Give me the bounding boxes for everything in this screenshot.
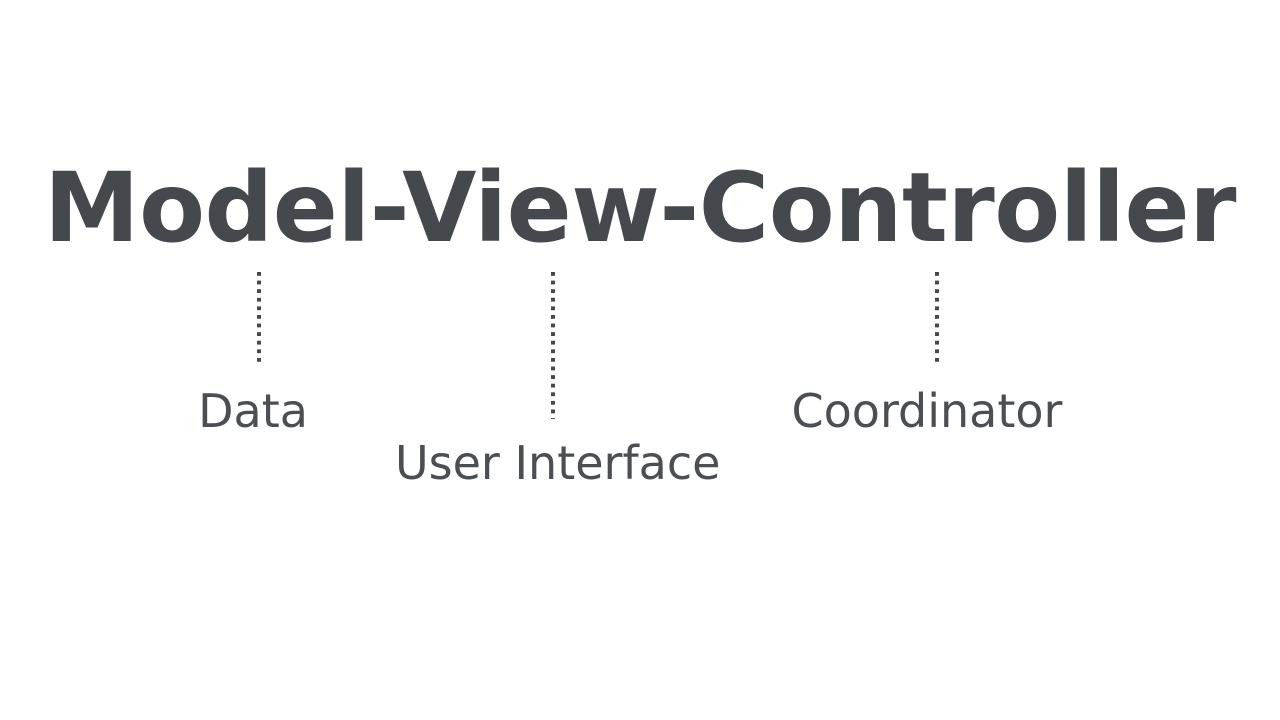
annotation-label-view: User Interface: [395, 436, 721, 490]
annotation-label-model: Data: [198, 384, 308, 438]
page-title: Model-View-Controller: [44, 152, 1236, 264]
dotted-connector-controller: [935, 272, 939, 366]
annotation-label-controller: Coordinator: [791, 384, 1063, 438]
dotted-connector-view: [551, 272, 555, 419]
dotted-connector-model: [257, 272, 261, 366]
